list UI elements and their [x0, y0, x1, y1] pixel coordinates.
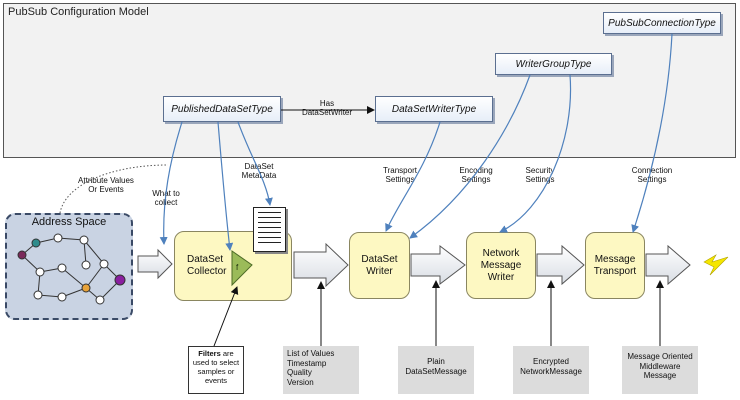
encoding-settings-line-1: Encoding [459, 166, 493, 175]
filter-symbol: f [236, 263, 239, 272]
mom-note-line-3: Message [643, 371, 677, 380]
encrypted-note-line-1: Encrypted [532, 357, 570, 366]
dataset-writer-line-1: DataSet [361, 253, 398, 265]
graph-node [33, 290, 43, 300]
graph-node [57, 292, 67, 302]
dataset-metadata-line-2: MetaData [241, 171, 277, 180]
graph-node [81, 283, 91, 293]
dataset-collector-line-1: DataSet [187, 254, 224, 265]
dataset-metadata-label: DataSet MetaData [237, 162, 281, 180]
graph-node [95, 295, 105, 305]
pipeline-arrow-network-to-transport [536, 244, 585, 286]
message-transport-line-2: Transport [593, 265, 637, 277]
filters-note-line-4: events [204, 376, 228, 385]
attribute-values-connector [59, 164, 169, 214]
address-space-region[interactable] [5, 213, 133, 320]
network-message-writer-line-1: Network [482, 247, 520, 259]
security-settings-line-2: Settings [525, 175, 555, 184]
message-transport-line-1: Message [594, 253, 636, 265]
dataset-writer[interactable]: DataSet Writer [349, 232, 410, 299]
plain-note-line-1: Plain [427, 357, 445, 366]
connection-settings-line-1: Connection [631, 166, 673, 175]
transport-settings-connector [385, 121, 441, 232]
network-message-writer-line-3: Writer [487, 271, 515, 283]
has-datasetwriter-label: Has DataSetWriter [292, 99, 362, 117]
values-note-line-3: Quality [287, 368, 312, 377]
values-note-line-2: Timestamp [287, 358, 327, 368]
dataset-collector-line-2: Collector [187, 266, 227, 277]
values-note: List of Values Timestamp Quality Version [283, 346, 359, 394]
attribute-values-line-1: Attribute Values [78, 176, 134, 185]
connection-settings-connector [631, 33, 673, 233]
what-to-collect-line-2: collect [154, 198, 178, 207]
pipeline-arrow-writer-to-network [410, 244, 466, 286]
dataset-writer-type-box[interactable]: DataSetWriterType [375, 96, 493, 122]
encoding-settings-line-2: Settings [461, 175, 491, 184]
network-message-writer-line-2: Message [480, 259, 522, 271]
encrypted-note-line-2: NetworkMessage [520, 366, 582, 376]
graph-node [81, 260, 91, 270]
pipeline-arrow-collector-to-writer [293, 242, 349, 288]
encrypted-networkmessage-note: Encrypted NetworkMessage [513, 346, 589, 394]
filter-triangle-icon [231, 250, 253, 287]
security-settings-line-1: Security [525, 166, 555, 175]
plain-datasetmessage-note: Plain DataSetMessage [398, 346, 474, 394]
model-title: PubSub Configuration Model [8, 6, 149, 18]
address-space-nodes [17, 233, 126, 305]
filter-connector [217, 121, 234, 251]
transport-settings-line-2: Settings [385, 175, 415, 184]
attribute-values-line-2: Or Events [88, 185, 124, 194]
graph-node [17, 250, 27, 260]
what-to-collect-connector [159, 121, 183, 245]
filters-note-line-1: are [220, 349, 234, 358]
graph-node [31, 238, 41, 248]
relation-line-1: Has [319, 99, 335, 108]
graph-node [114, 274, 126, 286]
mom-note-line-2: Middleware [639, 361, 681, 371]
filters-note-line-3: samples or [197, 367, 235, 376]
graph-node [57, 263, 67, 273]
pipeline-arrow-transport-out [645, 244, 691, 286]
plain-note-line-2: DataSetMessage [405, 366, 467, 376]
pubsub-connection-type-box[interactable]: PubSubConnectionType [603, 12, 721, 34]
address-space-title: Address Space [31, 216, 107, 228]
graph-node [99, 259, 109, 269]
network-message-writer[interactable]: Network Message Writer [466, 232, 536, 299]
graph-node [35, 267, 45, 277]
encoding-settings-label: Encoding Settings [451, 166, 501, 184]
values-note-line-1: List of Values [287, 349, 335, 358]
lightning-icon [703, 254, 729, 276]
mom-message-note: Message Oriented Middleware Message [622, 346, 698, 394]
attribute-values-label: Attribute Values Or Events [70, 176, 142, 194]
relation-line-2: DataSetWriter [301, 108, 353, 117]
message-transport[interactable]: Message Transport [585, 232, 645, 299]
security-settings-connector [499, 74, 572, 233]
writer-group-type-box[interactable]: WriterGroupType [495, 53, 612, 75]
values-note-line-4: Version [287, 377, 314, 387]
filters-note: Filters are used to select samples or ev… [188, 346, 244, 394]
pipeline-arrow-address-to-collector [137, 248, 173, 280]
graph-node [53, 233, 63, 243]
metadata-connector [237, 121, 273, 206]
security-settings-label: Security Settings [515, 166, 565, 184]
connection-settings-label: Connection Settings [625, 166, 679, 184]
graph-node [79, 235, 89, 245]
transport-settings-line-1: Transport [383, 166, 417, 175]
dataset-writer-line-2: Writer [366, 265, 393, 277]
published-dataset-type-box[interactable]: PublishedDataSetType [163, 96, 281, 122]
mom-note-line-1: Message Oriented [627, 352, 693, 361]
filters-note-line-2: used to select [192, 358, 240, 367]
filters-note-bold: Filters [198, 349, 221, 358]
connection-settings-line-2: Settings [637, 175, 667, 184]
encoding-settings-connector [409, 74, 531, 239]
dataset-metadata-document-icon [253, 207, 286, 252]
dataset-metadata-line-1: DataSet [244, 162, 274, 171]
transport-settings-label: Transport Settings [375, 166, 425, 184]
filters-note-arrow [213, 286, 239, 347]
